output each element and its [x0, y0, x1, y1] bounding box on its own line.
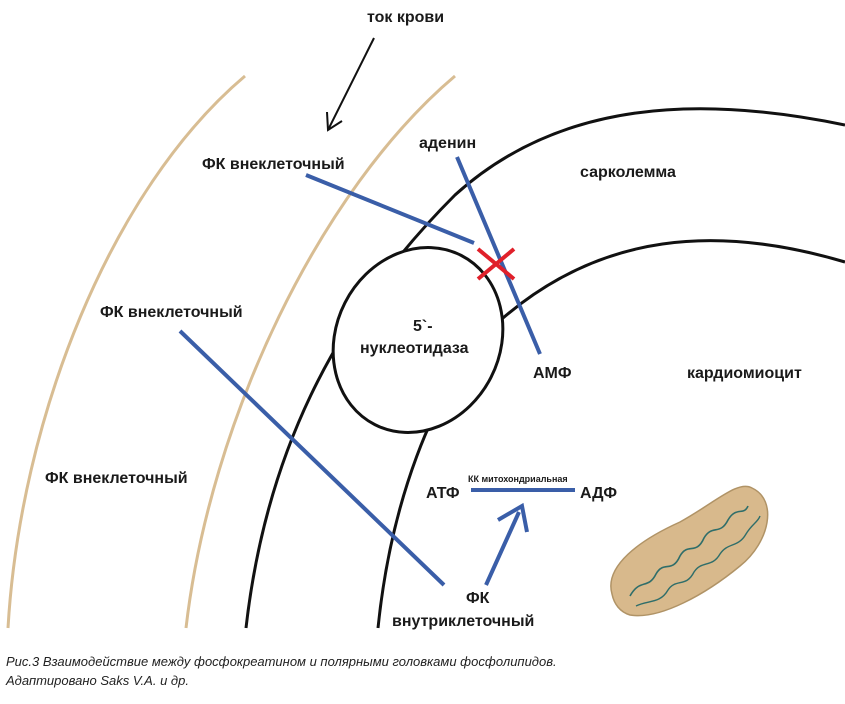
label-pk-intracellular-line1: ФК	[466, 590, 490, 607]
label-adp: АДФ	[580, 485, 617, 502]
nucleotidase-enzyme	[331, 246, 505, 434]
label-pk-extracellular-middle: ФК внеклеточный	[100, 304, 243, 321]
vessel-wall-outer	[6, 74, 246, 629]
label-amp: АМФ	[533, 365, 572, 382]
label-pk-extracellular-top: ФК внеклеточный	[202, 156, 345, 173]
connector-pk-to-pk-intracellular	[178, 329, 446, 587]
figure-caption: Рис.3 Взаимодействие между фосфокреатино…	[6, 652, 557, 690]
label-blood-flow: ток крови	[367, 9, 444, 26]
label-sarcolemma: сарколемма	[580, 164, 676, 181]
sarcolemma-outer-membrane	[244, 107, 845, 629]
connector-pk-to-nucleotidase	[305, 173, 475, 245]
mitochondrion-icon	[610, 485, 769, 617]
label-pk-intracellular-line2: внутриклеточный	[392, 613, 534, 630]
label-nucleotidase-line1: 5`-	[413, 318, 433, 335]
caption-line-1: Рис.3 Взаимодействие между фосфокреатино…	[6, 654, 557, 669]
arrow-pk-to-reaction-shaft	[484, 511, 521, 586]
caption-line-2: Адаптировано Saks V.A. и др.	[6, 673, 189, 688]
vessel-wall-inner	[184, 74, 456, 629]
label-atp: АТФ	[426, 485, 460, 502]
blood-flow-arrow-head	[326, 111, 343, 132]
connector-adenine-to-amp	[455, 156, 542, 355]
label-pk-extracellular-bottom: ФК внеклеточный	[45, 470, 188, 487]
block-x-icon	[476, 247, 516, 281]
blood-flow-arrow-shaft	[327, 37, 375, 131]
label-nucleotidase-line2: нуклеотидаза	[360, 340, 469, 357]
label-cardiomyocyte: кардиомиоцит	[687, 365, 802, 382]
label-mito-kinase: КК митохондриальная	[468, 474, 568, 484]
arrow-pk-to-reaction-head	[496, 502, 529, 533]
label-adenine: аденин	[419, 135, 476, 152]
